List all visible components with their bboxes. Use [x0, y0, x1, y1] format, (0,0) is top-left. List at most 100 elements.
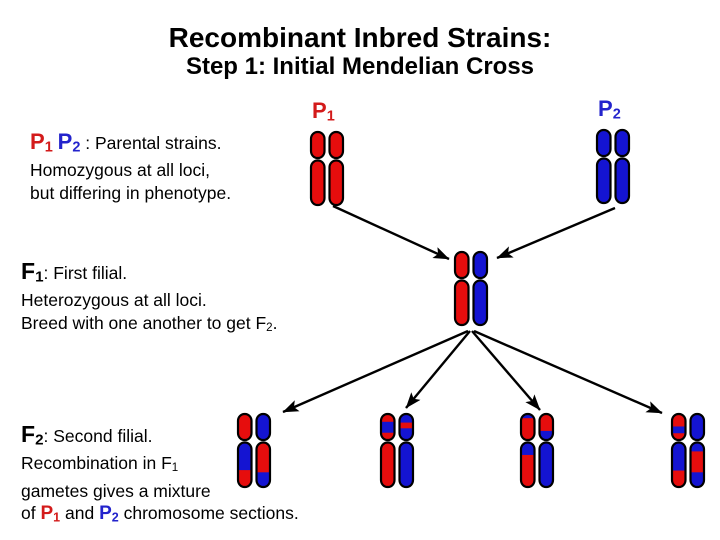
f1-text-span: Breed with one another to get F2	[21, 312, 273, 334]
f2-text-subscript: 1	[53, 510, 61, 525]
f1-text-line1: F1: First filial.	[21, 260, 277, 289]
parental-text: P1 P2 : Parental strains.Homozygous at a…	[30, 129, 231, 205]
chromosome-pair-f2-4	[670, 412, 706, 489]
chromosome-pair-p2-chromatid1-top-arm-segments	[597, 130, 611, 156]
f2-text-span: P2	[99, 503, 119, 525]
chromosome-pair-f1-chromatid2-bottom-arm-segments	[473, 280, 487, 325]
chromosome-pair-f1-chromatid2-bottom-arm-outline	[472, 279, 489, 327]
p2-label-subscript: 2	[612, 106, 621, 123]
chromosome-pair-f2-2-chromatid1-bottom-arm-outline	[379, 441, 396, 489]
chromosome-pair-f2-2-chromatid2-top-arm-outline	[398, 412, 415, 442]
parental-text-line1: P1 P2 : Parental strains.	[30, 129, 231, 159]
f2-text-line1: F2: Second filial.	[21, 423, 299, 452]
chromosome-pair-f2-3-chromatid2-bottom-arm-segments	[539, 442, 553, 487]
title-line2: Step 1: Initial Mendelian Cross	[185, 53, 535, 80]
arrow-f1-to-f2-1	[282, 329, 469, 414]
f2-text-subscript: 2	[111, 510, 119, 525]
chromosome-pair-f2-3	[519, 412, 555, 489]
chromosome-pair-f2-1-chromatid1-bottom-arm-segments	[238, 442, 252, 487]
chromosome-pair-f1	[453, 250, 489, 327]
chromosome-pair-f1-chromatid1-top-arm-segments	[455, 252, 469, 278]
chromosome-pair-f2-4-chromatid2-top-arm-outline	[689, 412, 706, 442]
chromosome-pair-f2-1-chromatid2-bottom-arm-outline	[255, 441, 272, 489]
chromosome-pair-f2-1	[236, 412, 272, 489]
chromosome-pair-p1-chromatid1-top-arm-segments	[311, 132, 325, 158]
chromosome-pair-f2-1-chromatid2-top-arm-outline	[255, 412, 272, 442]
chromosome-pair-f1-chromatid1-bottom-arm-segments	[455, 280, 469, 325]
chromosome-pair-p2-chromatid1-top-arm-outline	[595, 128, 612, 158]
chromosome-pair-f2-1-chromatid2-bottom-arm-segments	[256, 442, 270, 487]
chromosome-pair-f1-chromatid1-top-arm-outline	[453, 250, 470, 280]
parental-text-span: P1	[30, 129, 53, 156]
f1-text-span: Heterozygous at all loci.	[21, 290, 207, 311]
parental-text-span: Homozygous at all loci,	[30, 160, 210, 181]
chromosome-pair-f2-3-chromatid1-bottom-arm-segments	[521, 442, 535, 487]
chromosome-pair-p1-chromatid1-top-arm-outline	[309, 130, 326, 160]
chromosome-pair-p1	[309, 130, 345, 207]
chromosome-pair-f2-4-chromatid2-top-arm-segments	[690, 414, 704, 440]
f1-text-span: : First filial.	[43, 263, 128, 283]
f2-text-line4: of P1 and P2 chromosome sections.	[21, 502, 299, 529]
parental-text-span: P2	[57, 129, 81, 156]
f2-text-line2: Recombination in F1	[21, 452, 299, 480]
chromosome-pair-f2-3-chromatid1-top-arm-outline	[519, 412, 536, 442]
chromosome-pair-f2-4-chromatid1-bottom-arm-segments	[672, 442, 686, 487]
chromosome-pair-f2-3-chromatid1-bottom-arm-outline	[519, 441, 536, 489]
f2-text-span: gametes gives a mixture	[21, 480, 211, 501]
p1-label: P1	[312, 98, 335, 125]
f2-text-span: of	[21, 503, 41, 524]
parental-text-span	[53, 133, 58, 153]
f2-text-span: and	[60, 503, 100, 524]
f1-text-line3: Breed with one another to get F2.	[21, 312, 277, 340]
arrow-p1-to-f1	[332, 204, 450, 261]
chromosome-pair-f2-2-chromatid2-bottom-arm-outline	[398, 441, 415, 489]
chromosome-pair-f2-2	[379, 412, 415, 489]
chromosome-pair-f2-3-chromatid2-bottom-arm-outline	[538, 441, 555, 489]
chromosome-pair-f1-chromatid2-top-arm-outline	[472, 250, 489, 280]
f1-text-subscript: 1	[35, 268, 44, 286]
f2-text-span: P1	[40, 503, 61, 525]
f2-text-span: F2	[21, 421, 44, 449]
chromosome-pair-f2-2-chromatid2-top-arm-segments	[399, 414, 413, 440]
p1-label-subscript: 1	[326, 108, 335, 125]
chromosome-pair-p1-chromatid1-bottom-arm-segments	[311, 160, 325, 205]
chromosome-pair-f2-2-chromatid1-bottom-arm-segments	[381, 442, 395, 487]
arrow-p2-to-f1	[496, 206, 616, 260]
chromosome-pair-p2	[595, 128, 631, 205]
f2-text-span: chromosome sections.	[118, 503, 299, 524]
chromosome-pair-f1-chromatid1-bottom-arm-outline	[453, 279, 470, 327]
arrow-f1-to-f2-3	[471, 330, 541, 411]
f2-text-subscript: 2	[35, 431, 44, 449]
chromosome-pair-p2-chromatid1-bottom-arm-segments	[597, 158, 611, 203]
chromosome-pair-f2-4-chromatid1-bottom-arm-outline	[670, 441, 687, 489]
chromosome-pair-p2-chromatid1-bottom-arm-outline	[595, 157, 612, 205]
chromosome-pair-f2-1-chromatid1-top-arm-outline	[236, 412, 253, 442]
f1-text: F1: First filial.Heterozygous at all loc…	[21, 260, 277, 339]
f2-text-span: : Second filial.	[43, 426, 153, 446]
parental-text-subscript: 2	[72, 139, 81, 156]
chromosome-pair-f2-4-chromatid2-bottom-arm-outline	[689, 441, 706, 489]
f1-text-span: .	[272, 312, 278, 333]
f2-text-subscript: 1	[171, 462, 179, 475]
arrow-f1-to-f2-4	[473, 329, 663, 415]
chromosome-pair-p1-chromatid2-bottom-arm-segments	[329, 160, 343, 205]
chromosome-pair-f2-1-chromatid2-top-arm-segments	[256, 414, 270, 440]
chromosome-pair-f2-2-chromatid1-top-arm-segments	[381, 414, 395, 440]
chromosome-pair-p1-chromatid2-bottom-arm-outline	[328, 159, 345, 207]
chromosome-pair-f2-2-chromatid2-bottom-arm-segments	[399, 442, 413, 487]
chromosome-pair-p2-chromatid2-top-arm-outline	[614, 128, 631, 158]
f1-text-span: F1	[21, 258, 44, 286]
p2-label: P2	[598, 96, 621, 123]
chromosome-pair-f2-3-chromatid1-top-arm-segments	[521, 414, 535, 440]
chromosome-pair-p1-chromatid1-bottom-arm-outline	[309, 159, 326, 207]
chromosome-pair-f2-2-chromatid1-top-arm-outline	[379, 412, 396, 442]
parental-text-span: : Parental strains.	[80, 133, 222, 153]
f2-text-span: Recombination in F1	[21, 453, 179, 475]
chromosome-pair-f1-chromatid2-top-arm-segments	[473, 252, 487, 278]
f1-text-subscript: 2	[266, 321, 273, 334]
chromosome-pair-f2-1-chromatid1-bottom-arm-outline	[236, 441, 253, 489]
chromosome-pair-f2-4-chromatid1-top-arm-segments	[672, 414, 686, 440]
parental-text-line3: but differing in phenotype.	[30, 182, 231, 205]
chromosome-pair-p2-chromatid2-bottom-arm-segments	[615, 158, 629, 203]
